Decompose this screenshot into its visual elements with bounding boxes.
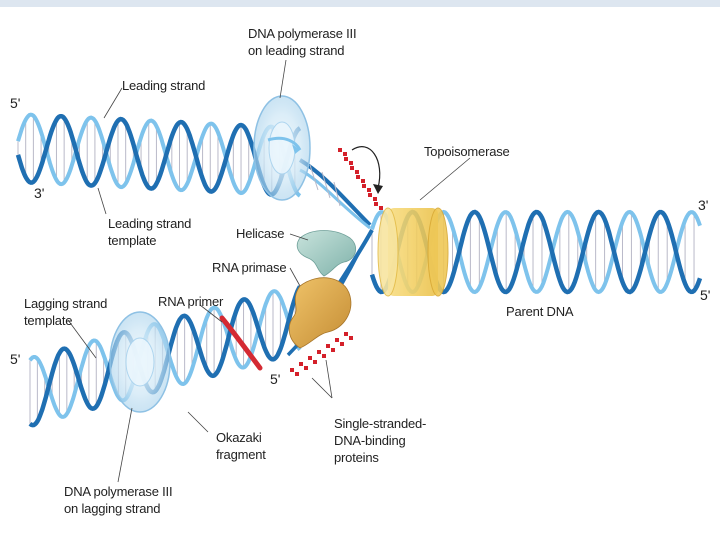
ssb-protein-dot <box>350 166 354 170</box>
ssb-proteins-lower <box>290 332 353 376</box>
ssb-protein-dot <box>313 360 317 364</box>
ssb-protein-dot <box>344 157 348 161</box>
end-middle-5: 5' <box>270 371 280 387</box>
ssb-protein-dot <box>349 336 353 340</box>
top-bar <box>0 0 720 7</box>
ssb-protein-dot <box>367 188 371 192</box>
dna-polymerase-lagging <box>109 311 171 413</box>
strand-ends: 5' 3' 3' 5' 5' 5' <box>10 95 710 387</box>
label-line: Lagging strand <box>24 296 107 311</box>
end-bottom-left-5: 5' <box>10 351 20 367</box>
helix-strand <box>16 112 302 198</box>
topoisomerase-protein <box>377 207 449 297</box>
end-top-left-5: 5' <box>10 95 20 111</box>
label-leading-template: Leading strand template <box>108 216 195 248</box>
label-line: Leading strand <box>108 216 191 231</box>
label-line: on lagging strand <box>64 501 160 516</box>
ssb-protein-dot <box>343 152 347 156</box>
label-polymerase-leading: DNA polymerase III on leading strand <box>248 26 360 58</box>
ssb-protein-dot <box>308 356 312 360</box>
label-topoisomerase: Topoisomerase <box>424 144 510 159</box>
label-line: DNA polymerase III <box>248 26 356 41</box>
label-rna-primer: RNA primer <box>158 294 224 309</box>
rna-primer-segment <box>219 315 263 371</box>
end-right-3: 3' <box>698 197 708 213</box>
label-line: template <box>24 313 72 328</box>
ssb-protein-dot <box>299 362 303 366</box>
ssb-proteins-upper <box>338 148 383 210</box>
ssb-protein-dot <box>322 354 326 358</box>
label-line: DNA polymerase III <box>64 484 172 499</box>
rna-primase-protein <box>288 277 352 349</box>
ssb-protein-dot <box>368 193 372 197</box>
end-top-left-3: 3' <box>34 185 44 201</box>
dna-polymerase-leading <box>253 95 311 201</box>
ssb-protein-dot <box>317 350 321 354</box>
labels: DNA polymerase III on leading strand Lea… <box>24 26 574 516</box>
label-leading-strand: Leading strand <box>122 78 205 93</box>
ssb-protein-dot <box>361 179 365 183</box>
ssb-protein-dot <box>304 366 308 370</box>
leader-lines <box>67 59 471 483</box>
ssb-protein-dot <box>344 332 348 336</box>
ssb-protein-dot <box>379 206 383 210</box>
label-helicase: Helicase <box>236 226 284 241</box>
label-line: Okazaki <box>216 430 262 445</box>
ssb-protein-dot <box>295 372 299 376</box>
label-line: proteins <box>334 450 379 465</box>
label-line: fragment <box>216 447 266 462</box>
ssb-protein-dot <box>373 197 377 201</box>
ssb-protein-dot <box>335 338 339 342</box>
ssb-protein-dot <box>338 148 342 152</box>
label-line: template <box>108 233 156 248</box>
label-line: DNA-binding <box>334 433 406 448</box>
ssb-protein-dot <box>326 344 330 348</box>
ssb-protein-dot <box>355 170 359 174</box>
helicase-protein <box>296 230 357 277</box>
ssb-protein-dot <box>340 342 344 346</box>
ssb-protein-dot <box>362 184 366 188</box>
end-right-5: 5' <box>700 287 710 303</box>
ssb-protein-dot <box>331 348 335 352</box>
ssb-protein-dot <box>374 202 378 206</box>
label-polymerase-lagging: DNA polymerase III on lagging strand <box>64 484 176 516</box>
label-lagging-template: Lagging strand template <box>24 296 111 328</box>
ssb-protein-dot <box>349 161 353 165</box>
label-parent-dna: Parent DNA <box>506 304 574 319</box>
ssb-protein-dot <box>356 175 360 179</box>
label-line: Single-stranded- <box>334 416 426 431</box>
label-line: on leading strand <box>248 43 344 58</box>
helix-strand <box>15 113 302 197</box>
label-okazaki: Okazaki fragment <box>216 430 266 462</box>
ssb-protein-dot <box>290 368 294 372</box>
label-ssb: Single-stranded- DNA-binding proteins <box>334 416 430 465</box>
label-rna-primase: RNA primase <box>212 260 286 275</box>
rotation-arrow <box>351 146 383 194</box>
